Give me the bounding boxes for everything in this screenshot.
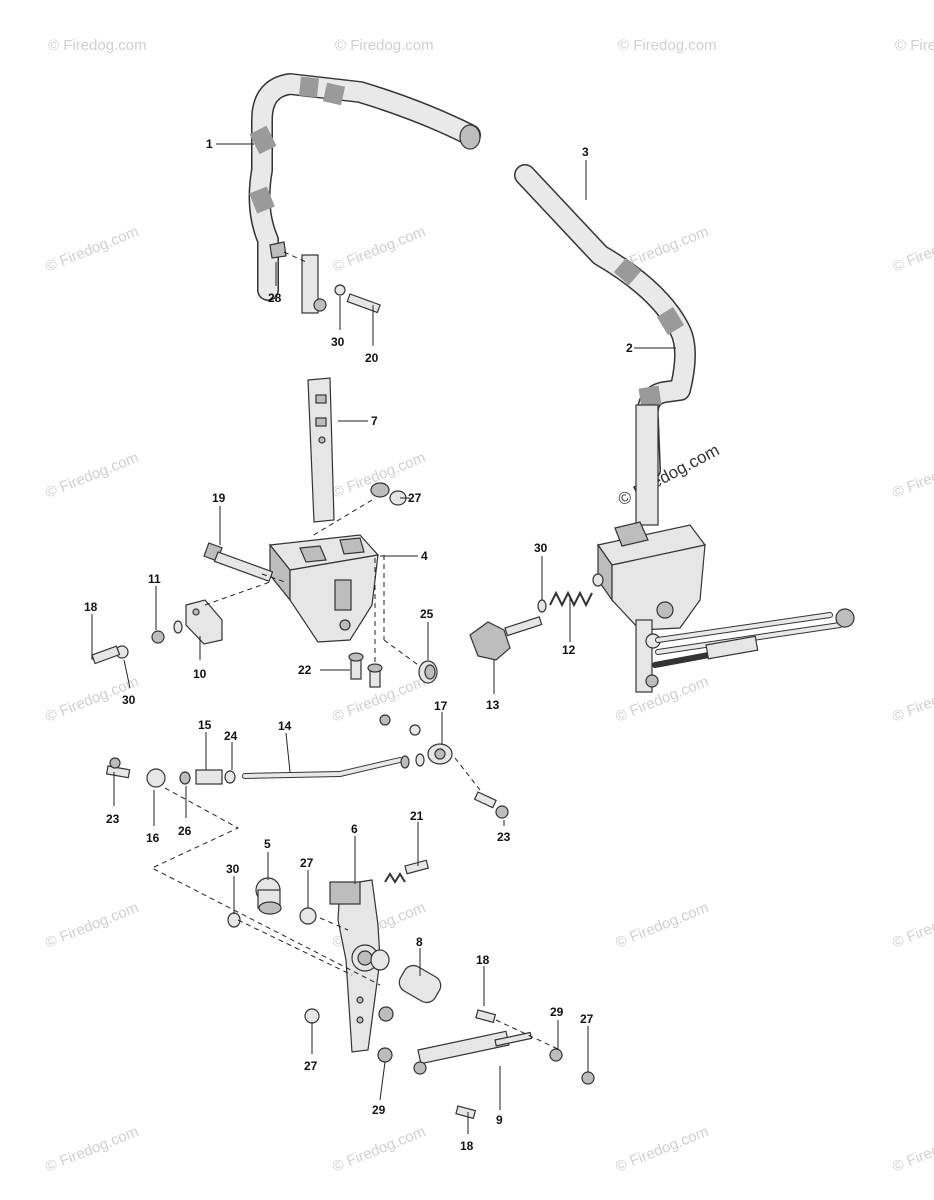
fastener-group-bottom	[348, 652, 438, 688]
callout-27: 27	[304, 1059, 318, 1073]
watermark: © Firedog.com	[613, 899, 711, 952]
watermark: © Firedog.com	[890, 673, 934, 726]
callout-23: 23	[106, 812, 120, 826]
watermark: © Firedog.com	[330, 1123, 428, 1176]
rod-14	[105, 714, 509, 819]
assembly-line	[237, 919, 353, 976]
callout-2: 2	[626, 341, 633, 355]
watermark: © Firedog.com	[43, 449, 141, 502]
callout-5: 5	[264, 837, 271, 851]
callout-30: 30	[122, 693, 136, 707]
callout-7: 7	[371, 414, 378, 428]
callout-26: 26	[178, 824, 192, 838]
bushing-5	[255, 877, 282, 915]
callout-6: 6	[351, 822, 358, 836]
callout-14: 14	[278, 719, 292, 733]
handle-bar-left	[248, 73, 481, 314]
watermark: © Firedog.com	[890, 223, 934, 276]
watermark: © Firedog.com	[890, 1123, 934, 1176]
callout-12: 12	[562, 643, 576, 657]
callout-labels: 1 2 3 4 5 6 7 8 9 10 11 12 13 14 15 16 1…	[84, 137, 633, 1153]
watermark: © Firedog.com	[618, 37, 717, 54]
callout-23: 23	[497, 830, 511, 844]
callout-29: 29	[550, 1005, 564, 1019]
callout-27: 27	[300, 856, 314, 870]
callout-18: 18	[84, 600, 98, 614]
callout-27: 27	[408, 491, 422, 505]
callout-17: 17	[434, 699, 448, 713]
watermark: © Firedog.com	[890, 449, 934, 502]
watermark: © Firedog.com	[890, 899, 934, 952]
assembly-line	[150, 787, 381, 986]
callout-22: 22	[298, 663, 312, 677]
callout-25: 25	[420, 607, 434, 621]
callout-3: 3	[582, 145, 589, 159]
watermark: © Firedog.com	[335, 37, 434, 54]
bracket-left	[268, 482, 426, 671]
watermark: © Firedog.com	[43, 223, 141, 276]
watermark-highlight: © Firedog.com	[615, 440, 723, 509]
callout-30: 30	[331, 335, 345, 349]
watermark-layer: © Firedog.com © Firedog.com © Firedog.co…	[43, 37, 934, 1176]
gas-spring-9	[413, 1009, 595, 1120]
callout-30: 30	[226, 862, 240, 876]
assembly-right	[469, 521, 855, 693]
callout-30: 30	[534, 541, 548, 555]
callout-4: 4	[421, 549, 428, 563]
fastener-group-left	[91, 581, 271, 665]
watermark: © Firedog.com	[48, 37, 147, 54]
washers-lower	[227, 907, 394, 1063]
callout-15: 15	[198, 718, 212, 732]
callout-8: 8	[416, 935, 423, 949]
watermark: © Firedog.com	[613, 1123, 711, 1176]
sleeve-8	[370, 949, 442, 1004]
callout-9: 9	[496, 1113, 503, 1127]
callout-11: 11	[148, 572, 161, 586]
callout-19: 19	[212, 491, 226, 505]
watermark: © Firedog.com	[43, 899, 141, 952]
callout-18: 18	[476, 953, 490, 967]
assembly-line	[495, 1019, 561, 1051]
callout-1: 1	[206, 137, 213, 151]
callout-28: 28	[268, 291, 282, 305]
watermark: © Firedog.com	[895, 37, 934, 54]
callout-21: 21	[410, 809, 424, 823]
callout-10: 10	[193, 667, 207, 681]
watermark: © Firedog.com	[330, 223, 428, 276]
watermark: © Firedog.com	[613, 673, 711, 726]
callout-24: 24	[224, 729, 238, 743]
callout-13: 13	[486, 698, 500, 712]
handle-bar-right	[514, 164, 696, 526]
callout-29: 29	[372, 1103, 386, 1117]
leader-lines	[91, 143, 676, 1134]
callout-16: 16	[146, 831, 160, 845]
callout-18: 18	[460, 1139, 474, 1153]
callout-20: 20	[365, 351, 379, 365]
plate-7	[307, 377, 335, 523]
bolt-19	[203, 542, 286, 583]
callout-27: 27	[580, 1012, 594, 1026]
watermark: © Firedog.com	[43, 1123, 141, 1176]
